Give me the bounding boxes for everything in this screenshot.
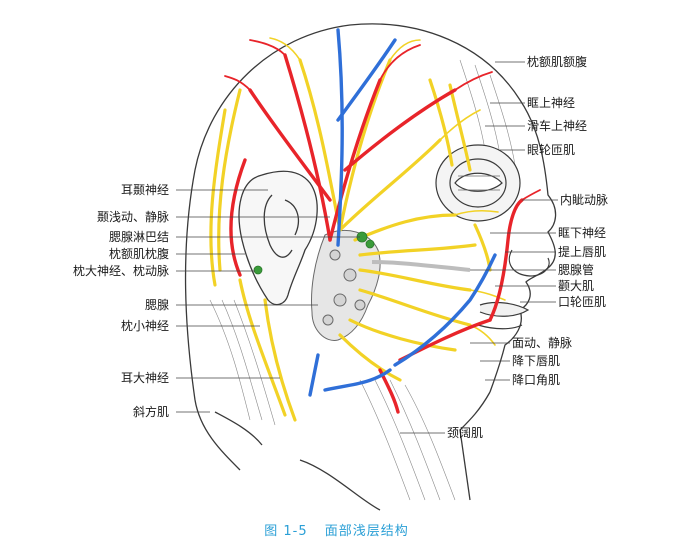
label-angular-artery: 内眦动脉 xyxy=(560,193,609,207)
artery-fine xyxy=(224,39,541,201)
label-supraorbital-nerve: 眶上神经 xyxy=(527,96,576,110)
label-depressor-anguli: 降口角肌 xyxy=(512,373,561,387)
leader-lines xyxy=(176,61,558,434)
lymph-nodes xyxy=(253,231,375,275)
arteries xyxy=(229,53,524,414)
label-infraorbital-nerve: 眶下神经 xyxy=(558,226,607,240)
veins xyxy=(308,28,497,397)
label-platysma: 颈阔肌 xyxy=(447,426,484,440)
label-trapezius: 斜方肌 xyxy=(132,405,169,419)
label-orbicularis-oculi: 眼轮匝肌 xyxy=(527,143,576,157)
parotid-gland xyxy=(311,229,381,341)
muscle-striations xyxy=(209,59,516,501)
eye xyxy=(435,144,521,222)
label-parotid-gland: 腮腺 xyxy=(144,298,169,312)
label-greater-occipital-nerve: 枕大神经、枕动脉 xyxy=(72,264,169,278)
label-occipital-belly: 枕额肌枕腹 xyxy=(108,247,169,261)
label-levator-labii: 提上唇肌 xyxy=(558,245,607,259)
label-lesser-occipital-nerve: 枕小神经 xyxy=(120,319,169,333)
label-frontal-belly: 枕额肌额腹 xyxy=(527,55,588,69)
nerve-fine xyxy=(269,37,506,346)
nerves xyxy=(209,58,492,422)
parotid-duct xyxy=(371,260,471,272)
label-great-auricular-nerve: 耳大神经 xyxy=(120,371,169,385)
label-zygomaticus-major: 颧大肌 xyxy=(558,279,595,293)
label-facial-vessels: 面动、静脉 xyxy=(512,336,573,350)
label-parotid-lymph-nodes: 腮腺淋巴结 xyxy=(108,230,169,244)
label-superficial-temporal-vessels: 颞浅动、静脉 xyxy=(96,210,169,224)
label-auriculotemporal-nerve: 耳颞神经 xyxy=(120,183,169,197)
figure-caption: 图 1-5 面部浅层结构 xyxy=(0,520,673,539)
figure-number: 图 1-5 xyxy=(264,524,308,539)
label-orbicularis-oris: 口轮匝肌 xyxy=(558,295,607,309)
label-parotid-duct: 腮腺管 xyxy=(558,263,595,277)
label-supratrochlear-nerve: 滑车上神经 xyxy=(527,119,588,133)
ear xyxy=(238,170,318,306)
label-depressor-labii: 降下唇肌 xyxy=(512,354,561,368)
figure-title: 面部浅层结构 xyxy=(324,524,409,539)
